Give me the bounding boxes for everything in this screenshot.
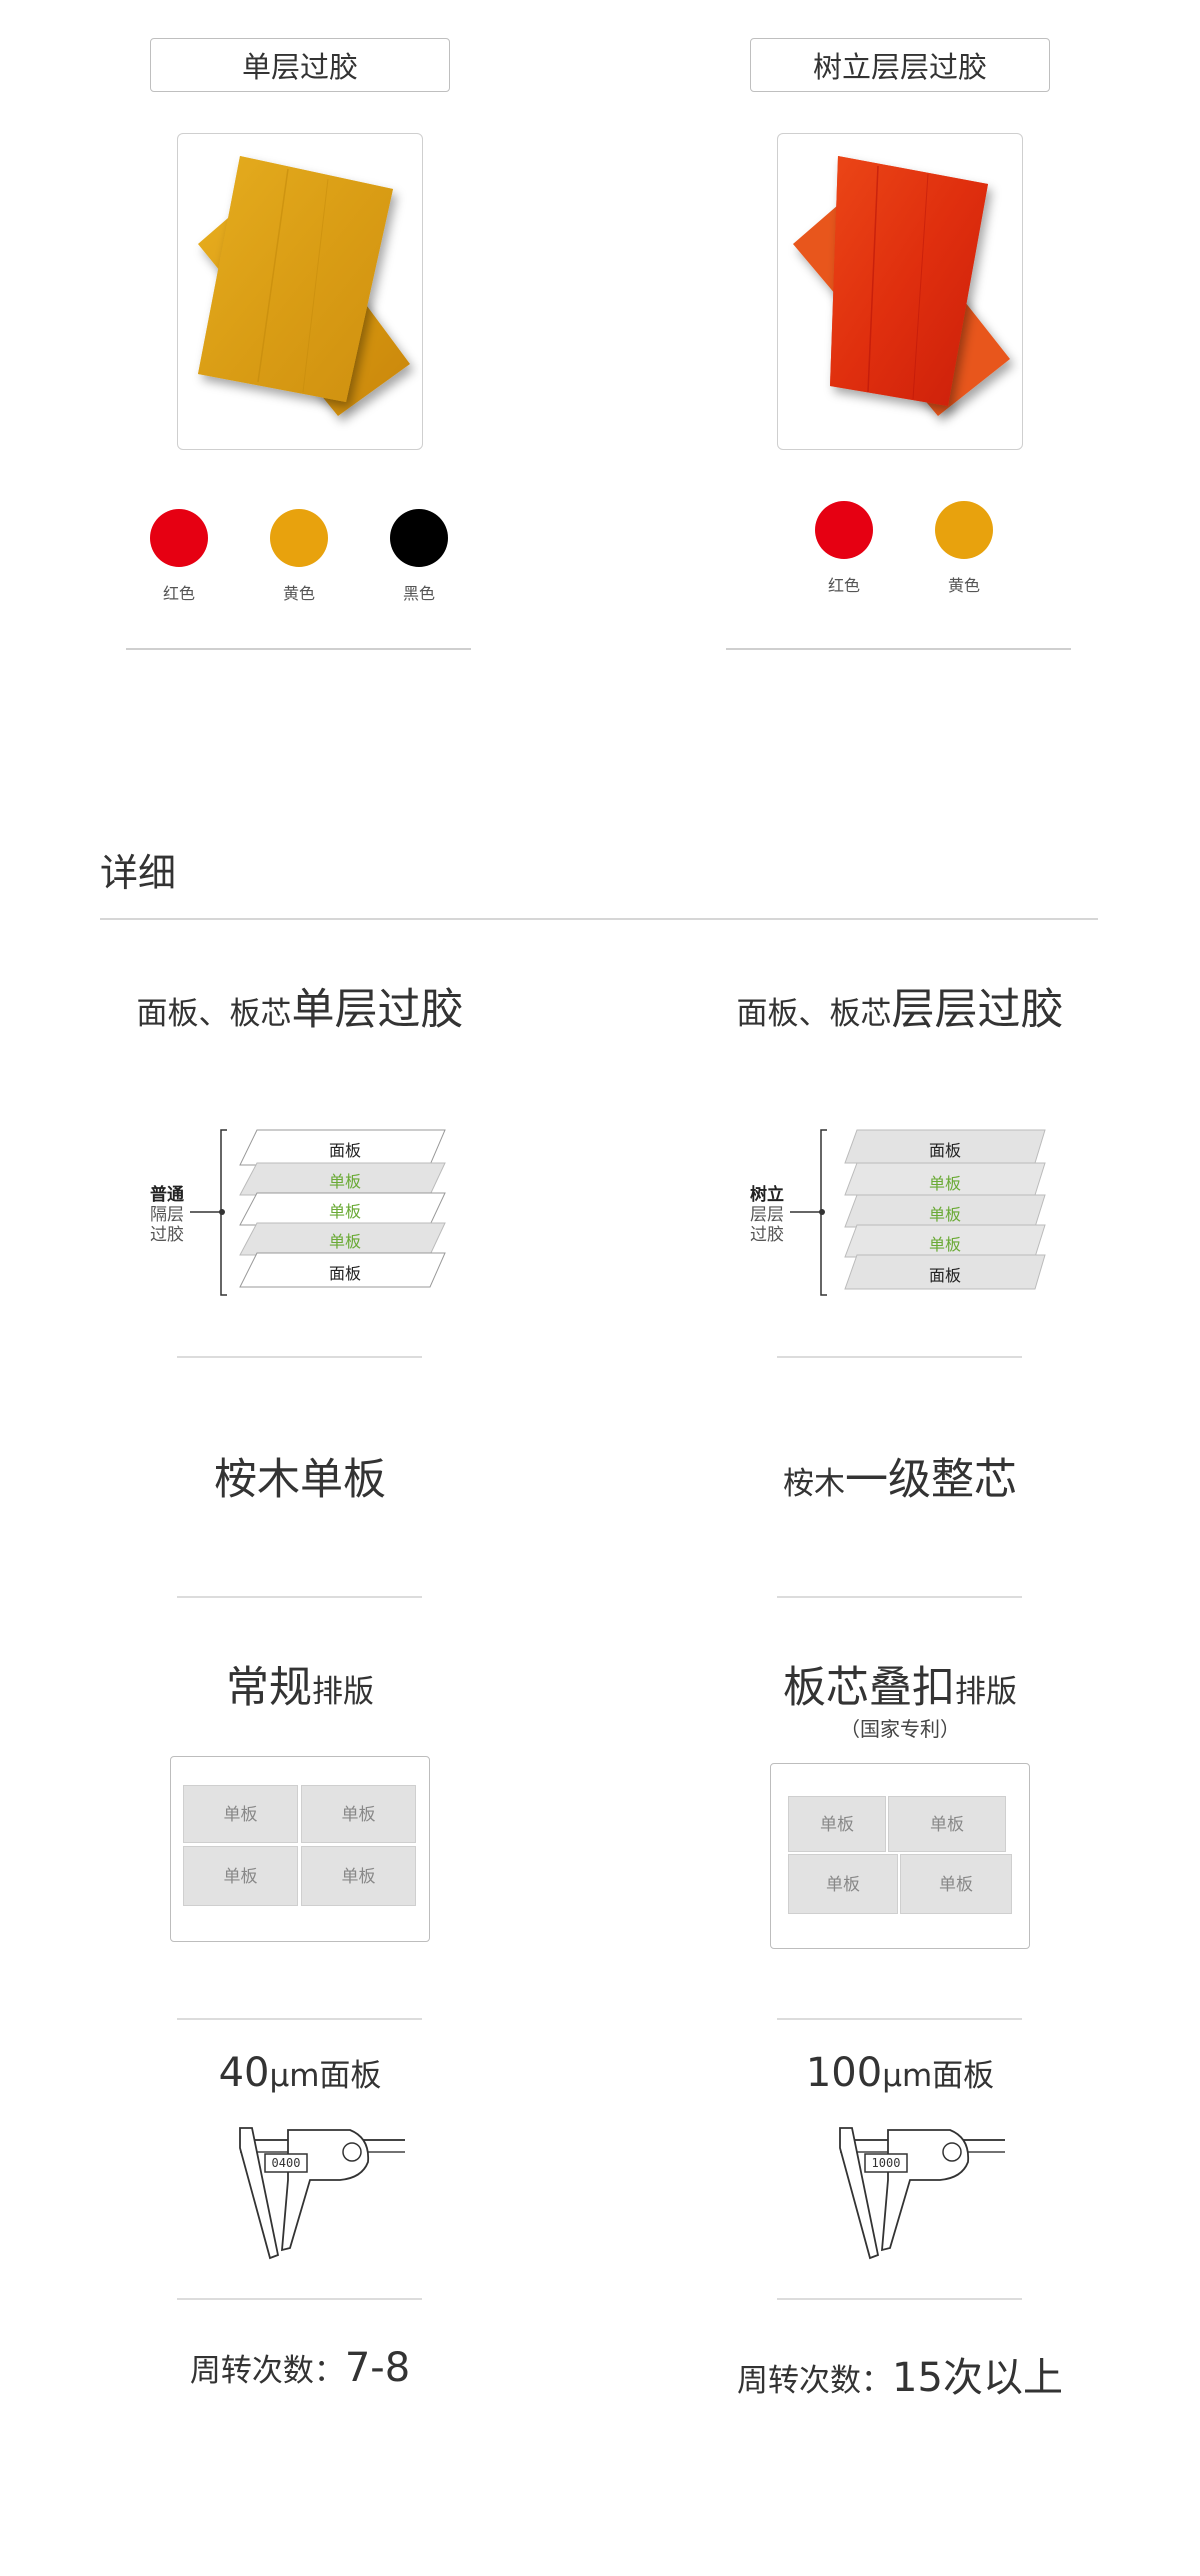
caliper-drawing [239, 2127, 405, 2260]
feature-prefix: 周转次数： [189, 2353, 345, 2389]
right-product-photo [777, 133, 1023, 450]
layer-label: 单板 [328, 1232, 361, 1251]
feature-unit: μm面板 [882, 2058, 995, 2094]
diagram-side-label: 隔层 [150, 1205, 184, 1225]
swatch-yellow-label: 黄色 [282, 584, 315, 603]
diagram-side-label: 普通 [150, 1185, 184, 1205]
feature-unit: μm面板 [269, 2058, 382, 2094]
left-product-title: 单层过胶 [150, 38, 450, 92]
left-feature-wood: 桉木单板 [0, 1445, 600, 1507]
feature-prefix: 面板、板芯 [136, 996, 292, 1032]
feature-main: 桉木单板 [214, 1455, 386, 1505]
divider [726, 648, 1071, 650]
patent-note: （国家专利） [840, 1717, 960, 1741]
grid-cell: 单板 [888, 1796, 1006, 1852]
swatch-red-label: 红色 [827, 576, 860, 595]
feature-suffix: 排版 [955, 1674, 1017, 1710]
divider [777, 1356, 1022, 1358]
section-title: 详细 [100, 851, 177, 895]
feature-value: 7-8 [344, 2345, 411, 2391]
layer-label: 单板 [928, 1205, 961, 1224]
right-feature-layout: 板芯叠扣排版 [600, 1653, 1200, 1715]
right-product-title-text: 树立层层过胶 [812, 50, 987, 84]
grid-cell: 单板 [183, 1846, 298, 1906]
bracket-icon [790, 1129, 1046, 1296]
left-feature-glue: 面板、板芯单层过胶 [0, 975, 600, 1037]
divider [777, 2298, 1022, 2300]
left-feature-turnover: 周转次数：7-8 [0, 2345, 600, 2391]
swatch-red[interactable] [815, 501, 873, 559]
feature-number: 40 [218, 2050, 270, 2096]
swatch-black-label: 黑色 [402, 584, 435, 603]
layer-label: 单板 [928, 1235, 961, 1254]
diagram-side-label: 过胶 [150, 1225, 184, 1245]
divider [126, 648, 471, 650]
right-feature-glue: 面板、板芯层层过胶 [600, 975, 1200, 1037]
caliper-drawing [839, 2127, 1005, 2260]
layer-label: 面板 [328, 1141, 361, 1160]
grid-cell: 单板 [788, 1854, 898, 1914]
layer-label: 面板 [928, 1141, 961, 1160]
diagram-side-label: 过胶 [750, 1225, 784, 1245]
divider [177, 2298, 422, 2300]
swatch-yellow-label: 黄色 [947, 576, 980, 595]
caliper-reading: 1000 [871, 2156, 901, 2170]
layer-label: 面板 [928, 1266, 961, 1285]
diagram-side-label: 层层 [750, 1205, 784, 1225]
swatch-black[interactable] [390, 509, 448, 567]
left-layer-diagram: 普通 隔层 过胶 面板 单板 单板 单板 面板 [145, 1125, 545, 1305]
divider [777, 1596, 1022, 1598]
divider [777, 2018, 1022, 2020]
divider [177, 2018, 422, 2020]
left-layout-grid: 单板 单板 单板 单板 [170, 1756, 430, 1942]
grid-cell: 单板 [900, 1854, 1012, 1914]
swatch-red-label: 红色 [162, 584, 195, 603]
left-feature-thickness: 40μm面板 [0, 2050, 600, 2096]
swatch-yellow[interactable] [270, 509, 328, 567]
right-layout-grid: 单板 单板 单板 单板 [770, 1763, 1030, 1949]
layer-label: 单板 [928, 1174, 961, 1193]
yellow-board-image [198, 156, 410, 416]
left-product-photo [177, 133, 423, 450]
section-divider [100, 918, 1098, 920]
grid-cell: 单板 [301, 1785, 416, 1843]
swatch-yellow[interactable] [935, 501, 993, 559]
feature-prefix: 面板、板芯 [736, 996, 892, 1032]
diagram-side-label: 树立 [750, 1185, 784, 1205]
feature-value: 15次以上 [892, 2355, 1063, 2401]
feature-prefix: 桉木 [783, 1466, 845, 1502]
feature-main: 板芯叠扣 [783, 1663, 955, 1713]
divider [177, 1356, 422, 1358]
layer-label: 面板 [328, 1264, 361, 1283]
divider [177, 1596, 422, 1598]
feature-main: 一级整芯 [845, 1455, 1017, 1505]
swatch-red[interactable] [150, 509, 208, 567]
feature-number: 100 [805, 2050, 883, 2096]
grid-cell: 单板 [788, 1796, 886, 1852]
right-feature-wood: 桉木一级整芯 [600, 1445, 1200, 1507]
right-product-title: 树立层层过胶 [750, 38, 1050, 92]
feature-main: 层层过胶 [891, 985, 1064, 1035]
caliper-icon: 0400 [230, 2120, 410, 2260]
feature-suffix: 排版 [312, 1674, 374, 1710]
red-board-image [793, 156, 1010, 416]
caliper-reading: 0400 [271, 2156, 301, 2170]
right-feature-turnover: 周转次数：15次以上 [600, 2345, 1200, 2403]
feature-main: 单层过胶 [291, 985, 464, 1035]
left-product-title-text: 单层过胶 [241, 50, 358, 84]
grid-cell: 单板 [301, 1846, 416, 1906]
layer-label: 单板 [328, 1172, 361, 1191]
layer-label: 单板 [328, 1202, 361, 1221]
right-feature-thickness: 100μm面板 [600, 2050, 1200, 2096]
right-layer-diagram: 树立 层层 过胶 面板 单板 单板 单板 面板 [745, 1125, 1145, 1305]
grid-cell: 单板 [183, 1785, 298, 1843]
caliper-icon: 1000 [830, 2120, 1010, 2260]
feature-main: 常规 [226, 1663, 312, 1713]
left-feature-layout: 常规排版 [0, 1653, 600, 1715]
feature-prefix: 周转次数： [737, 2363, 893, 2399]
bracket-icon [190, 1129, 446, 1296]
